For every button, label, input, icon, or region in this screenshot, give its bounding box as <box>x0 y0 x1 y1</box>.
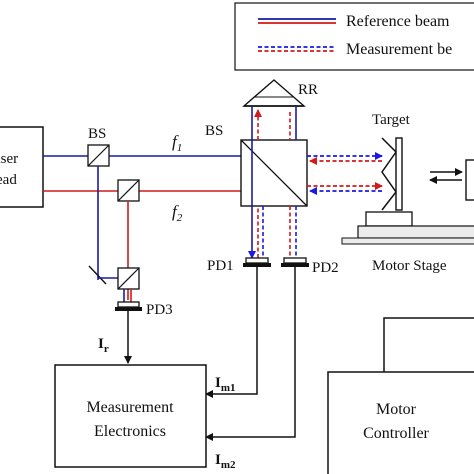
ir-label: Ir <box>98 336 109 355</box>
measurement-electronics-line2: Electronics <box>94 423 166 440</box>
measurement-electronics-line1: Measurement <box>86 399 174 416</box>
legend-measurement-label: Measurement be <box>346 41 452 58</box>
im1-signal-line <box>205 267 258 398</box>
pd3-label: PD3 <box>146 302 173 318</box>
f1-label: f1 <box>172 132 182 154</box>
fold-mirror <box>88 265 107 285</box>
im1-label: Im1 <box>215 375 236 394</box>
motor-stage-label: Motor Stage <box>372 258 447 274</box>
controller-link-line <box>383 317 474 372</box>
pd1-label: PD1 <box>207 258 234 274</box>
rr-label: RR <box>298 82 318 98</box>
combiner-cube <box>117 267 140 290</box>
beam-splitter-main <box>240 139 308 207</box>
f2-label: f2 <box>172 202 183 224</box>
motor-controller: Motor Controller <box>327 371 474 474</box>
bs-left-label: BS <box>88 126 106 142</box>
motor-stage <box>341 211 474 245</box>
legend: Reference beam Measurement be <box>234 2 474 71</box>
im2-signal-line <box>205 267 296 441</box>
motor-controller-line2: Controller <box>363 425 429 442</box>
motor-edge-box <box>465 159 474 201</box>
laser-head-label-line2: ead <box>0 172 17 188</box>
measurement-electronics: Measurement Electronics <box>54 364 207 468</box>
laser-head: aser ead <box>0 126 44 208</box>
beam-splitter-f2 <box>117 179 140 202</box>
pd3-detector <box>115 301 142 311</box>
target-label: Target <box>372 112 411 128</box>
pd2-label: PD2 <box>312 260 339 276</box>
motor-controller-line1: Motor <box>376 401 417 418</box>
laser-head-box <box>0 126 44 208</box>
pd2-detector <box>281 257 309 267</box>
beam-splitter-left <box>87 144 110 167</box>
target-reflector <box>381 137 403 211</box>
pd1-detector <box>243 257 271 267</box>
bs-right-label: BS <box>205 123 223 139</box>
retro-reflector <box>242 79 306 107</box>
im2-label: Im2 <box>215 452 236 471</box>
legend-reference-label: Reference beam <box>346 13 450 30</box>
laser-head-label-line1: aser <box>0 151 18 167</box>
legend-frame <box>234 2 474 71</box>
